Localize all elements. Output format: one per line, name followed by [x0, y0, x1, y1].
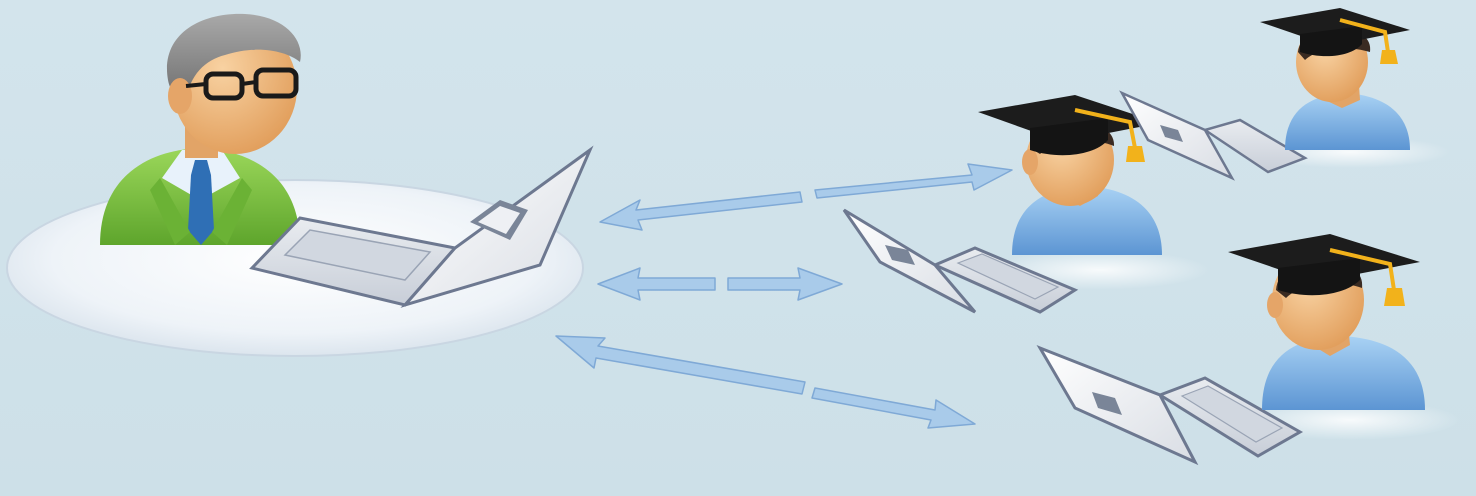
diagram-canvas: [0, 0, 1476, 496]
diagram-scene: [0, 0, 1476, 496]
